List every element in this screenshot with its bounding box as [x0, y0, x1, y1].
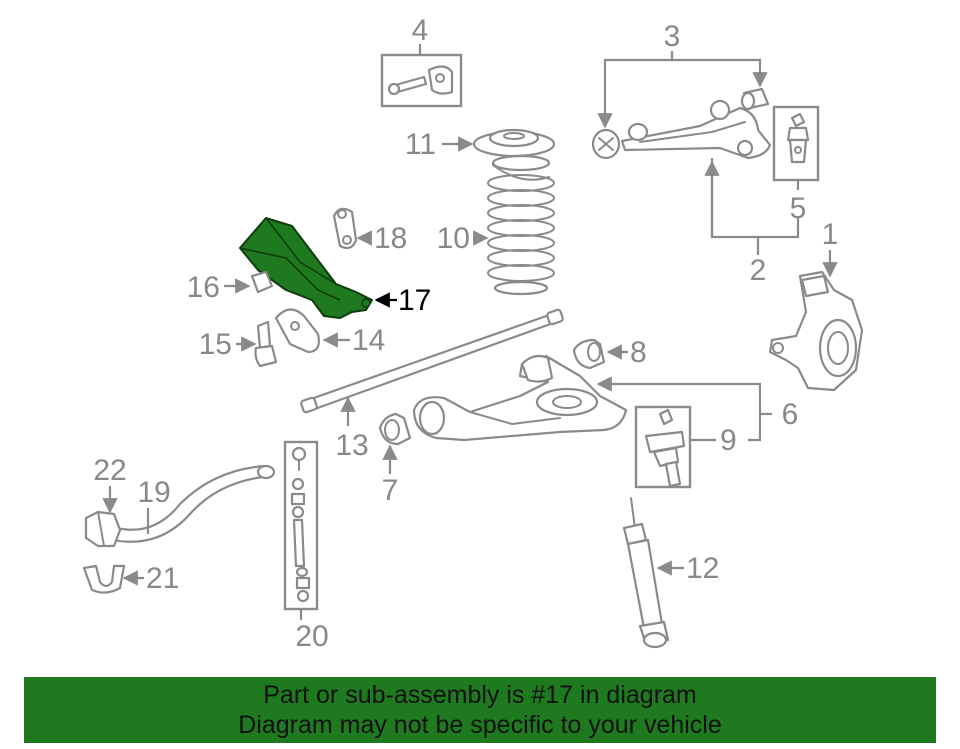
part-6-lower-control-arm — [412, 354, 628, 442]
part-8-bushing — [572, 338, 606, 370]
callout-21: 21 — [146, 562, 179, 595]
part-1-steering-knuckle — [768, 270, 864, 392]
callout-4: 4 — [412, 14, 429, 47]
callout-20: 20 — [295, 620, 328, 653]
part-18-link — [332, 207, 358, 250]
part-16-bumper — [250, 270, 274, 294]
part-12-shock-absorber — [622, 497, 670, 649]
part-20-link-kit — [283, 440, 319, 611]
part-17-shield-highlighted — [239, 217, 373, 319]
callout-11: 11 — [405, 128, 436, 161]
part-15-jounce-bumper — [254, 320, 278, 368]
callout-14: 14 — [352, 324, 385, 357]
callout-1: 1 — [822, 218, 839, 251]
part-5-upper-ball-joint — [772, 105, 820, 182]
callout-6: 6 — [782, 398, 799, 431]
callout-5: 5 — [790, 192, 807, 225]
part-9-lower-ball-joint — [634, 405, 692, 489]
part-19-stabilizer-bar — [84, 464, 276, 548]
callout-18: 18 — [374, 222, 407, 255]
part-3-upper-control-arm — [591, 87, 772, 160]
part-11-spring-insulator — [472, 128, 556, 158]
callout-12: 12 — [686, 552, 719, 585]
callout-19: 19 — [137, 476, 170, 509]
info-banner: Part or sub-assembly is #17 in diagram D… — [24, 677, 936, 743]
banner-line-2: Diagram may not be specific to your vehi… — [238, 711, 722, 739]
callout-17: 17 — [398, 284, 431, 317]
callout-8: 8 — [630, 336, 647, 369]
callout-3: 3 — [664, 20, 681, 53]
part-10-coil-spring — [487, 154, 555, 296]
part-4-bolt-kit — [380, 53, 463, 108]
callout-15: 15 — [199, 328, 232, 361]
part-7-bushing — [378, 412, 412, 446]
callout-7: 7 — [382, 474, 399, 507]
callout-9: 9 — [720, 424, 737, 457]
callout-13: 13 — [335, 429, 368, 462]
callout-2: 2 — [750, 254, 767, 287]
callout-16: 16 — [187, 271, 220, 304]
part-13-tie-bar — [300, 308, 564, 414]
part-21-bushing-clamp — [82, 564, 126, 594]
banner-line-1: Part or sub-assembly is #17 in diagram — [263, 681, 697, 709]
callout-10: 10 — [437, 222, 470, 255]
callout-22: 22 — [93, 454, 126, 487]
part-14-bracket — [274, 308, 320, 354]
